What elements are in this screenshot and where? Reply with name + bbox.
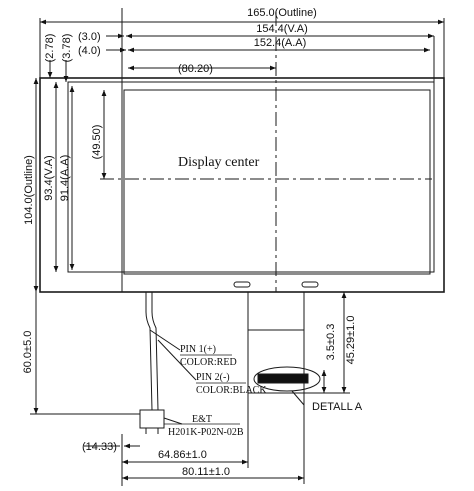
viewing-area (67, 81, 435, 273)
panel-outline (39, 77, 445, 293)
wire-red (145, 292, 153, 411)
dim-outline-width: 165.0(Outline) (247, 7, 317, 19)
dim-aa-height: 91.4(A.A) (59, 155, 71, 201)
maker-leader (163, 417, 183, 425)
detail-a-ellipse (253, 366, 321, 392)
dim-connector-offset: (14.33) (82, 441, 117, 453)
dim-center-x: (80.20) (178, 63, 213, 75)
dim-left-3: (3.0) (78, 31, 101, 43)
dim-tail-length: 60.0±5.0 (22, 331, 34, 374)
fpc-tail (247, 292, 305, 394)
dim-tail-x1: 64.86±1.0 (158, 449, 207, 461)
pin1-label: PIN 1(+) (180, 344, 216, 355)
dim-tail-width: 3.5±0.3 (325, 324, 337, 361)
display-center-label: Display center (178, 155, 260, 170)
dim-center-y: (49.50) (91, 125, 103, 160)
slot-left (233, 281, 251, 288)
fpc-contacts (257, 373, 309, 384)
pin1-leader (149, 329, 181, 351)
active-area (123, 89, 431, 275)
dim-tail-x2: 80.11±1.0 (182, 466, 230, 478)
dim-aa-width: 152.4(A.A) (254, 37, 307, 49)
slot-right (301, 281, 319, 288)
pin2-color-label: COLOR:BLACK (196, 385, 267, 396)
detail-a-label: DETALL A (312, 401, 363, 413)
pin1-color-label: COLOR:RED (180, 357, 237, 368)
connector-body (139, 409, 165, 429)
dim-va-height: 93.4(V.A) (43, 155, 55, 200)
pin2-label: PIN 2(-) (196, 372, 230, 383)
connector-part-label: H201K-P02N-02B (168, 427, 244, 438)
wire-black (151, 292, 159, 411)
dim-top-278: (2.78) (44, 34, 56, 63)
dim-outline-height: 104.0(Outline) (23, 155, 35, 225)
pin2-leader (157, 339, 197, 381)
detail-a-leader (291, 390, 305, 406)
dim-va-width: 154.4(V.A) (256, 23, 308, 35)
dim-left-4: (4.0) (78, 45, 101, 57)
dim-top-378: (3.78) (61, 34, 73, 63)
maker-label: E&T (192, 414, 212, 425)
dim-tail-height: 45.29±1.0 (345, 316, 357, 365)
